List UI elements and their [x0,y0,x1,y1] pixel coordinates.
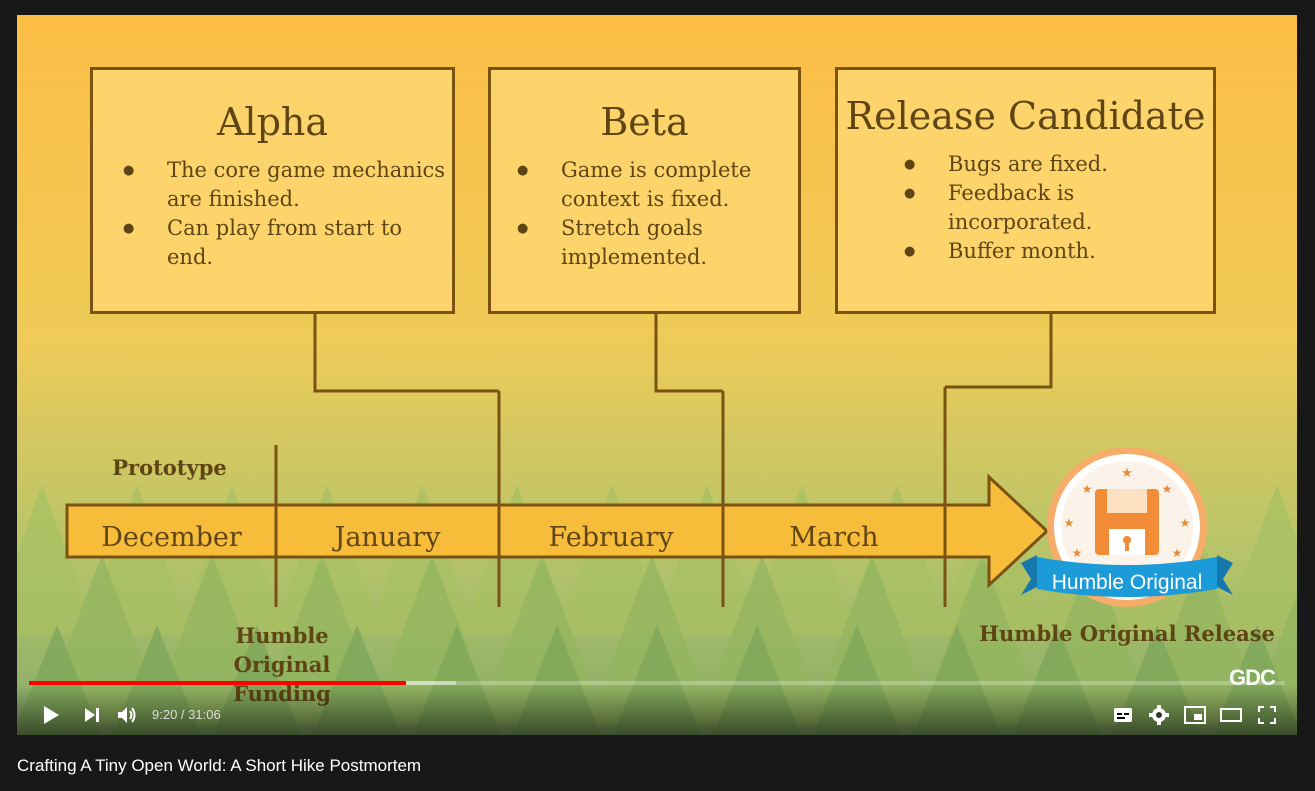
rc-bullet: Feedback is incorporated. [904,179,1213,237]
subtitles-button[interactable] [1111,703,1135,727]
alpha-bullet: Can play from start to end. [123,214,452,272]
miniplayer-icon [1184,706,1206,724]
rc-bullet: Buffer month. [904,237,1213,266]
svg-text:★: ★ [1180,516,1191,530]
beta-bullet: Stretch goals implemented. [517,214,798,272]
svg-text:★: ★ [1162,482,1173,496]
timeline-arrow [65,313,1053,607]
svg-text:★: ★ [1072,546,1083,560]
subtitles-icon [1114,708,1132,722]
month-february: February [548,522,674,553]
next-button[interactable] [80,703,104,727]
month-december: December [101,522,242,553]
settings-icon [1149,705,1169,725]
fullscreen-button[interactable] [1255,703,1279,727]
next-icon [85,708,99,722]
alpha-title: Alpha [216,100,329,144]
settings-button[interactable] [1147,703,1171,727]
time-display: 9:20 / 31:06 [152,707,221,722]
rc-bullet: Bugs are fixed. [904,150,1213,179]
prototype-label: Prototype [112,455,227,480]
svg-text:★: ★ [1064,516,1075,530]
alpha-bullet: The core game mechanics are finished. [123,156,452,214]
played-bar [29,681,406,685]
beta-bullet: Game is complete context is fixed. [517,156,798,214]
release-candidate-title: Release Candidate [845,94,1206,138]
beta-box: Beta Game is complete context is fixed. … [488,67,801,314]
humble-original-badge: ★ ★ ★ ★ ★ ★ ★ Humble Original [1021,447,1233,607]
release-candidate-box: Release Candidate Bugs are fixed. Feedba… [835,67,1216,314]
month-january: January [334,522,441,553]
fullscreen-icon [1258,706,1276,724]
play-button[interactable] [39,703,63,727]
beta-title: Beta [600,100,689,144]
theater-icon [1220,708,1242,722]
svg-text:★: ★ [1121,465,1133,480]
month-march: March [789,522,879,553]
player-controls: 9:20 / 31:06 [17,681,1297,735]
badge-text: Humble Original [1052,571,1203,594]
volume-icon [118,707,136,723]
svg-text:★: ★ [1082,482,1093,496]
release-label: Humble Original Release [979,621,1275,646]
video-player[interactable]: Alpha The core game mechanics are finish… [17,15,1297,735]
progress-bar[interactable] [29,681,1285,685]
miniplayer-button[interactable] [1183,703,1207,727]
play-icon [44,706,59,724]
alpha-box: Alpha The core game mechanics are finish… [90,67,455,314]
svg-text:★: ★ [1172,546,1183,560]
volume-button[interactable] [115,703,139,727]
video-title[interactable]: Crafting A Tiny Open World: A Short Hike… [17,756,422,775]
theater-button[interactable] [1219,703,1243,727]
